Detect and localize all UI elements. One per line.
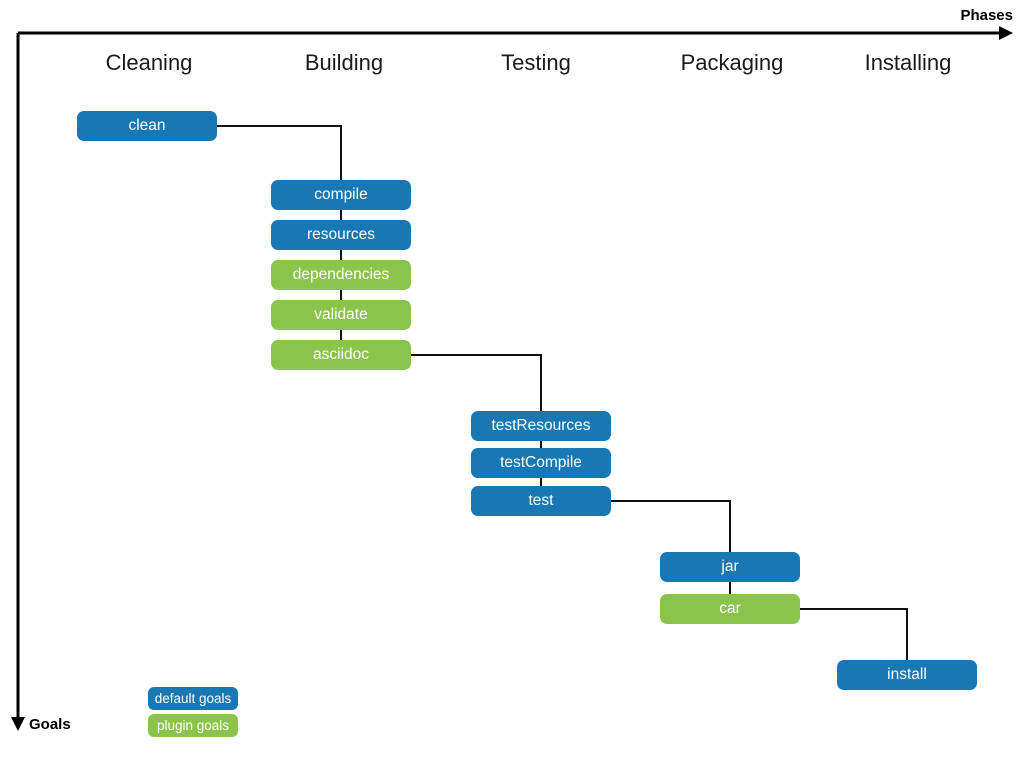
goals-axis-label: Goals: [29, 716, 71, 733]
goal-node-validate: validate: [271, 300, 411, 330]
legend-item-plugin-goals: plugin goals: [148, 714, 238, 737]
phase-header-testing: Testing: [501, 50, 571, 75]
goal-node-compile: compile: [271, 180, 411, 210]
phase-header-cleaning: Cleaning: [105, 50, 193, 75]
arrow-right-icon: [999, 26, 1013, 40]
phases-axis-label: Phases: [960, 7, 1013, 24]
legend-item-default-goals: default goals: [148, 687, 238, 710]
goal-node-car: car: [660, 594, 800, 624]
goal-node-testresources: testResources: [471, 411, 611, 441]
goal-node-resources: resources: [271, 220, 411, 250]
goal-node-clean: clean: [77, 111, 217, 141]
phase-header-building: Building: [304, 50, 384, 75]
phase-header-installing: Installing: [864, 50, 952, 75]
goal-node-testcompile: testCompile: [471, 448, 611, 478]
goal-node-dependencies: dependencies: [271, 260, 411, 290]
goal-node-test: test: [471, 486, 611, 516]
phase-header-packaging: Packaging: [680, 50, 784, 75]
arrow-down-icon: [11, 717, 25, 731]
goal-node-asciidoc: asciidoc: [271, 340, 411, 370]
goal-node-install: install: [837, 660, 977, 690]
goal-node-jar: jar: [660, 552, 800, 582]
goal-flow-connectors: [217, 125, 908, 660]
